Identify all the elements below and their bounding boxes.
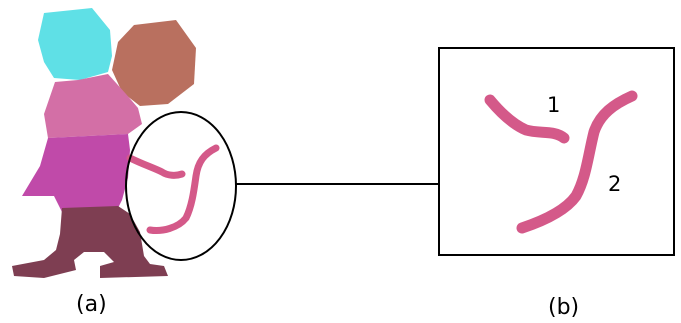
part-label-2: 2: [608, 172, 621, 196]
panel-a-caption: (a): [76, 292, 107, 317]
head-segment-brown: [112, 20, 196, 106]
panel-a: [12, 8, 237, 278]
arm-part-1: [484, 94, 570, 144]
legs-segment: [12, 206, 168, 278]
panel-b: 1 2: [438, 47, 675, 256]
upper-body-segment: [44, 74, 142, 138]
part-label-1: 1: [547, 93, 560, 117]
head-segment-cyan: [38, 8, 112, 80]
arm-part-2: [516, 90, 638, 234]
arm-segment: [126, 144, 220, 234]
zoom-box: [438, 47, 675, 256]
panel-b-caption: (b): [548, 295, 579, 320]
zoom-ellipse: [125, 111, 237, 261]
lower-body-segment: [22, 134, 130, 212]
